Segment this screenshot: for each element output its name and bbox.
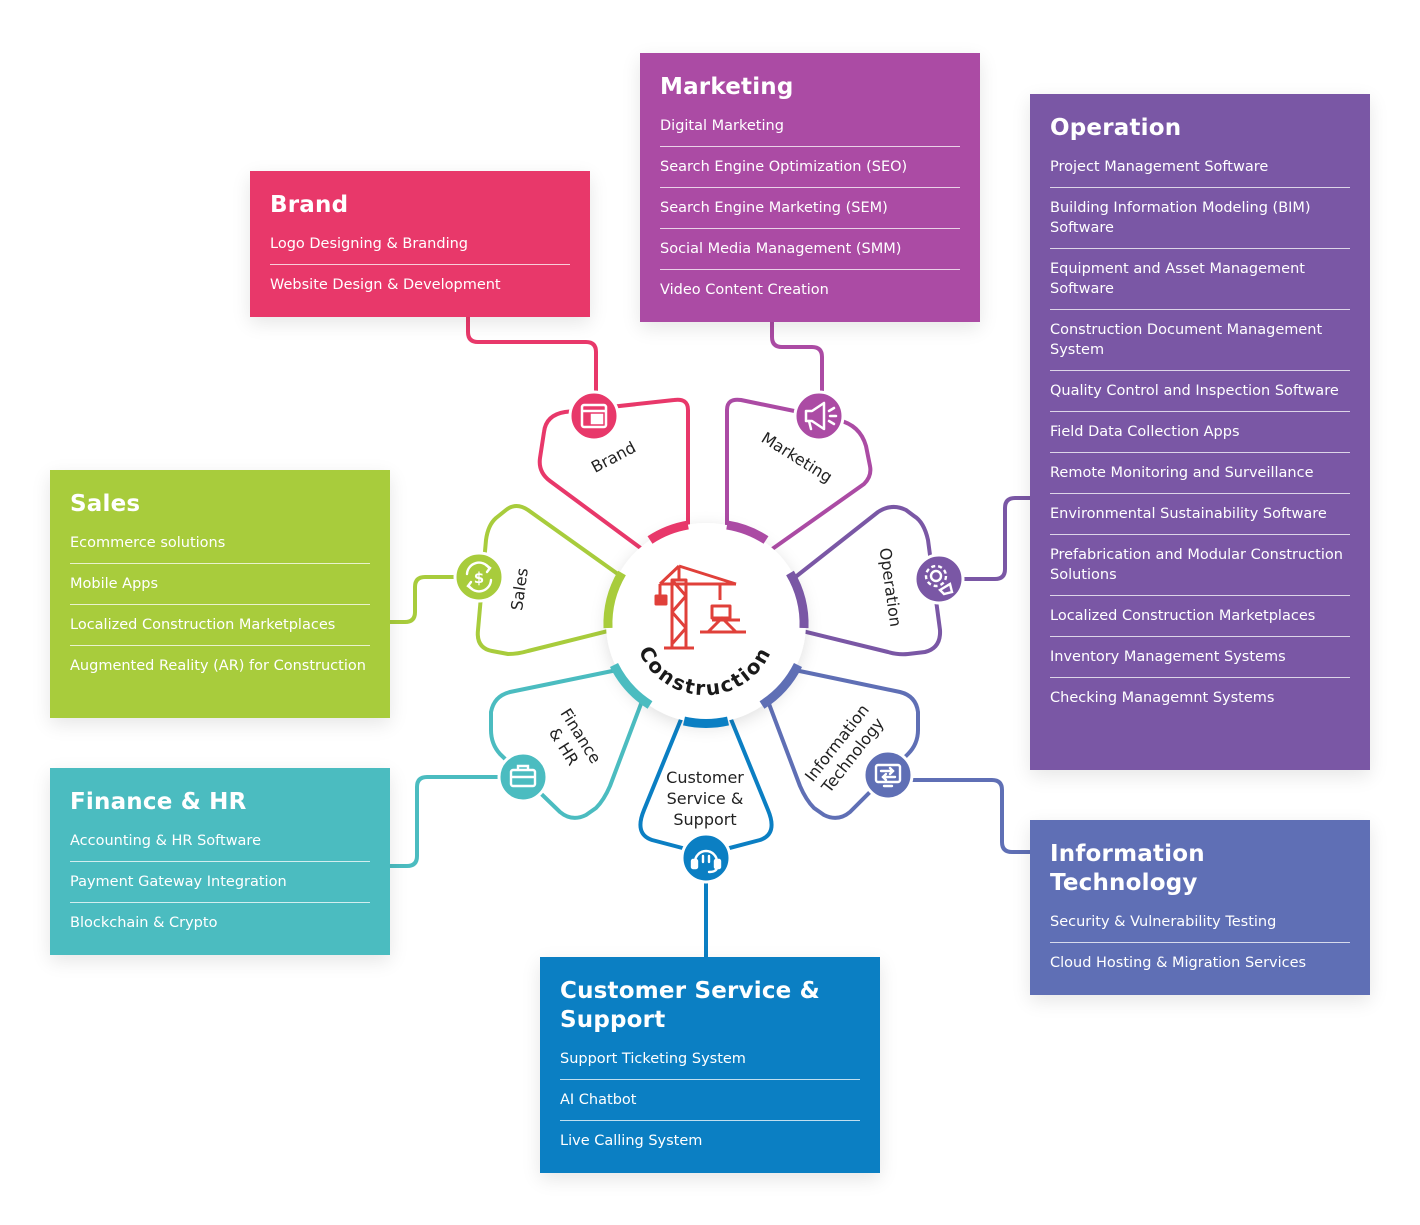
brand-item: Logo Designing & Branding (270, 234, 570, 265)
hub-arc-it (759, 662, 803, 709)
marketing-item: Search Engine Marketing (SEM) (660, 198, 960, 229)
sales-item: Ecommerce solutions (70, 533, 370, 564)
hub-arc-operation (786, 570, 809, 629)
svg-text:$: $ (474, 569, 484, 587)
browser-window-icon (580, 403, 608, 429)
brand-badge (568, 390, 620, 442)
operation-item: Building Information Modeling (BIM) Soft… (1050, 198, 1350, 249)
connector-operation (960, 496, 1032, 581)
it-item: Security & Vulnerability Testing (1050, 912, 1350, 943)
operation-item: Environmental Sustainability Software (1050, 504, 1350, 535)
marketing-list: Digital Marketing Search Engine Optimiza… (660, 116, 960, 310)
operation-title: Operation (1050, 115, 1182, 141)
finance-item: Payment Gateway Integration (70, 872, 370, 903)
marketing-item: Digital Marketing (660, 116, 960, 147)
finance-box: Finance & HR Accounting & HR Software Pa… (50, 768, 390, 955)
operation-badge (913, 553, 965, 605)
operation-item: Localized Construction Marketplaces (1050, 606, 1350, 637)
hub-arc-sales (603, 570, 626, 629)
center-hub: Construction (603, 520, 809, 728)
operation-item: Inventory Management Systems (1050, 647, 1350, 678)
hub-arc-cs (683, 716, 729, 728)
cs-list: Support Ticketing System AI Chatbot Live… (560, 1049, 860, 1161)
hub-arc-marketing (726, 520, 769, 544)
it-item: Cloud Hosting & Migration Services (1050, 955, 1307, 971)
brand-item: Website Design & Development (270, 277, 501, 293)
petal-label-cs-line1: Customer (666, 768, 744, 787)
cs-title: Customer Service & Support (560, 978, 820, 1033)
it-badge (862, 749, 914, 801)
marketing-item: Video Content Creation (660, 282, 829, 298)
operation-item: Remote Monitoring and Surveillance (1050, 463, 1350, 494)
finance-item: Accounting & HR Software (70, 831, 370, 862)
operation-item: Equipment and Asset Management Software (1050, 259, 1350, 310)
finance-item: Blockchain & Crypto (70, 915, 218, 931)
crane-icon (654, 564, 746, 650)
hub-arc-finance (609, 662, 653, 709)
marketing-title: Marketing (660, 74, 794, 100)
hub-arc-brand (647, 520, 689, 544)
connector-finance (388, 775, 502, 868)
petal-brand (537, 397, 690, 557)
cs-item: Support Ticketing System (560, 1049, 860, 1080)
brand-box: Brand Logo Designing & Branding Website … (250, 171, 590, 317)
sales-box: Sales Ecommerce solutions Mobile Apps Lo… (50, 470, 390, 718)
sales-title: Sales (70, 491, 141, 517)
cs-item: AI Chatbot (560, 1090, 860, 1121)
it-list: Security & Vulnerability Testing Cloud H… (1050, 912, 1350, 983)
finance-badge (497, 751, 549, 803)
brand-list: Logo Designing & Branding Website Design… (270, 234, 570, 305)
cs-badge (680, 832, 732, 884)
marketing-box: Marketing Digital Marketing Search Engin… (640, 53, 980, 322)
petal-label-cs-line3: Support (673, 810, 736, 829)
marketing-item: Social Media Management (SMM) (660, 239, 960, 270)
connector-marketing (770, 320, 824, 398)
cs-box: Customer Service & Support Support Ticke… (540, 957, 880, 1173)
headset-icon (690, 849, 722, 874)
operation-item: Prefabrication and Modular Construction … (1050, 545, 1350, 596)
finance-list: Accounting & HR Software Payment Gateway… (70, 831, 370, 943)
petal-label-cs-line2: Service & (667, 789, 744, 808)
connector-it (908, 778, 1032, 854)
gear-icon (924, 564, 954, 596)
operation-item: Quality Control and Inspection Software (1050, 381, 1350, 412)
operation-list: Project Management Software Building Inf… (1050, 157, 1350, 718)
sales-item: Localized Construction Marketplaces (70, 615, 370, 646)
sales-list: Ecommerce solutions Mobile Apps Localize… (70, 533, 370, 686)
hub-arcs (603, 520, 809, 728)
marketing-badge (793, 390, 845, 442)
sales-item: Mobile Apps (70, 574, 370, 605)
cs-item: Live Calling System (560, 1133, 703, 1149)
petal-label-cs: Customer Service & Support (666, 768, 744, 829)
it-box: Information Technology Security & Vulner… (1030, 820, 1370, 995)
it-title: Information Technology (1050, 841, 1205, 896)
operation-item: Construction Document Management System (1050, 320, 1350, 371)
operation-item: Project Management Software (1050, 157, 1350, 188)
operation-item: Field Data Collection Apps (1050, 422, 1350, 453)
operation-box: Operation Project Management Software Bu… (1030, 94, 1370, 770)
sales-badge: $ (453, 551, 505, 603)
connector-brand (466, 315, 598, 398)
center-circle (606, 523, 806, 723)
briefcase-icon (509, 764, 537, 788)
dollar-cycle-icon: $ (465, 561, 493, 593)
brand-title: Brand (270, 192, 349, 218)
petal-marketing (725, 397, 873, 554)
finance-title: Finance & HR (70, 789, 247, 815)
operation-item: Checking Managemnt Systems (1050, 690, 1275, 706)
sales-item: Augmented Reality (AR) for Construction (70, 658, 366, 674)
megaphone-icon (804, 401, 838, 431)
connectors (388, 315, 1032, 959)
badges: $ (453, 390, 965, 884)
monitor-icon (874, 763, 902, 788)
marketing-item: Search Engine Optimization (SEO) (660, 157, 960, 188)
connector-sales (388, 575, 459, 624)
